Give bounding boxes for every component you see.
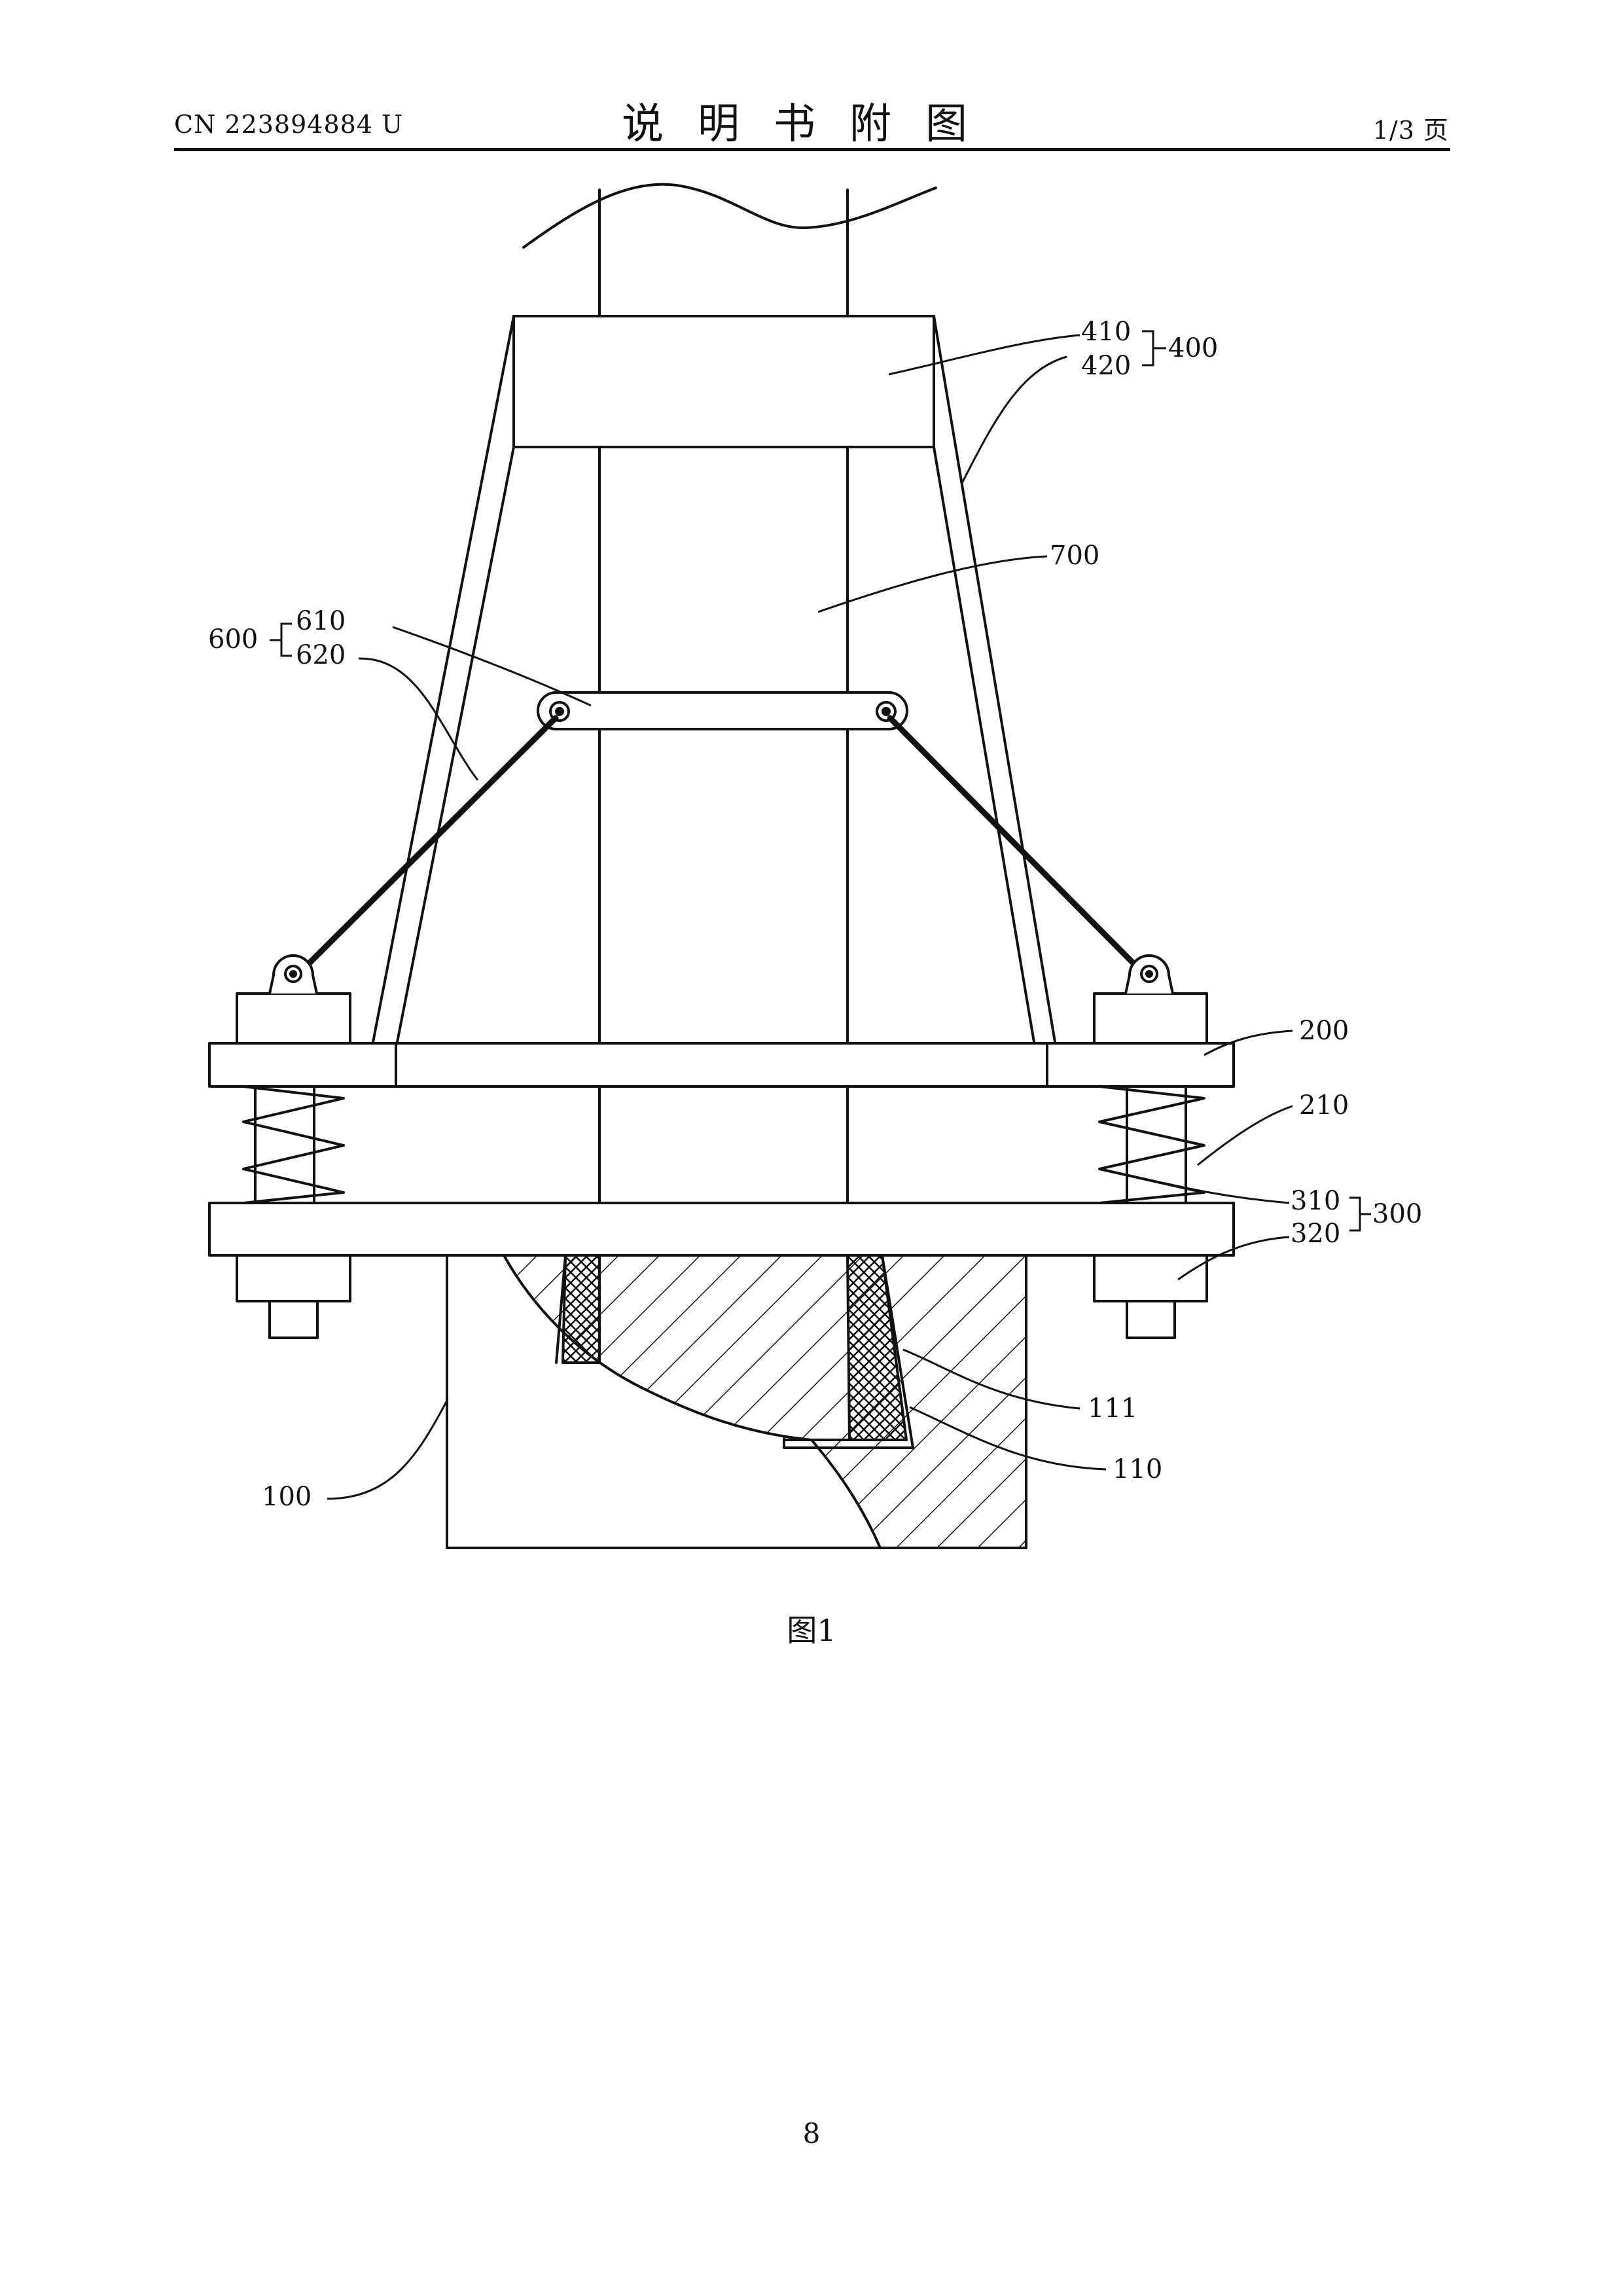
label-200: 200 [1299,1016,1349,1046]
label-610: 610 [296,606,346,636]
left-nut-320 [237,1255,350,1301]
label-410: 410 [1081,317,1131,347]
label-111: 111 [1088,1393,1137,1424]
label-300: 300 [1372,1199,1422,1229]
right-spring-210 [1099,1086,1204,1203]
label-110: 110 [1113,1454,1162,1484]
right-nut-320 [1094,1255,1207,1301]
label-brackets [270,331,1371,1230]
label-400: 400 [1168,333,1218,363]
base-plate-310 [209,1203,1234,1255]
label-600: 600 [208,624,258,655]
top-collar-410 [514,316,934,447]
left-lug-block [237,994,350,1043]
label-420: 420 [1081,351,1131,381]
left-bolt-end [270,1301,317,1338]
label-620: 620 [296,640,346,670]
guide-posts [255,1086,1186,1203]
label-310: 310 [1291,1186,1340,1216]
label-210: 210 [1299,1090,1349,1121]
hinge-bar-610 [538,692,907,729]
right-lug-block [1094,994,1207,1043]
left-spring-210 [243,1086,344,1203]
page-number: 8 [0,2117,1623,2149]
upper-plate-200 [209,1043,1234,1086]
label-700: 700 [1050,541,1099,571]
right-bolt-end [1127,1301,1175,1338]
label-100: 100 [262,1482,312,1512]
figure-caption: 图1 [0,1607,1623,1650]
break-line [524,185,936,247]
tie-rods-620 [297,718,1145,975]
foundation-100 [447,1255,1026,1548]
label-320: 320 [1291,1219,1340,1249]
